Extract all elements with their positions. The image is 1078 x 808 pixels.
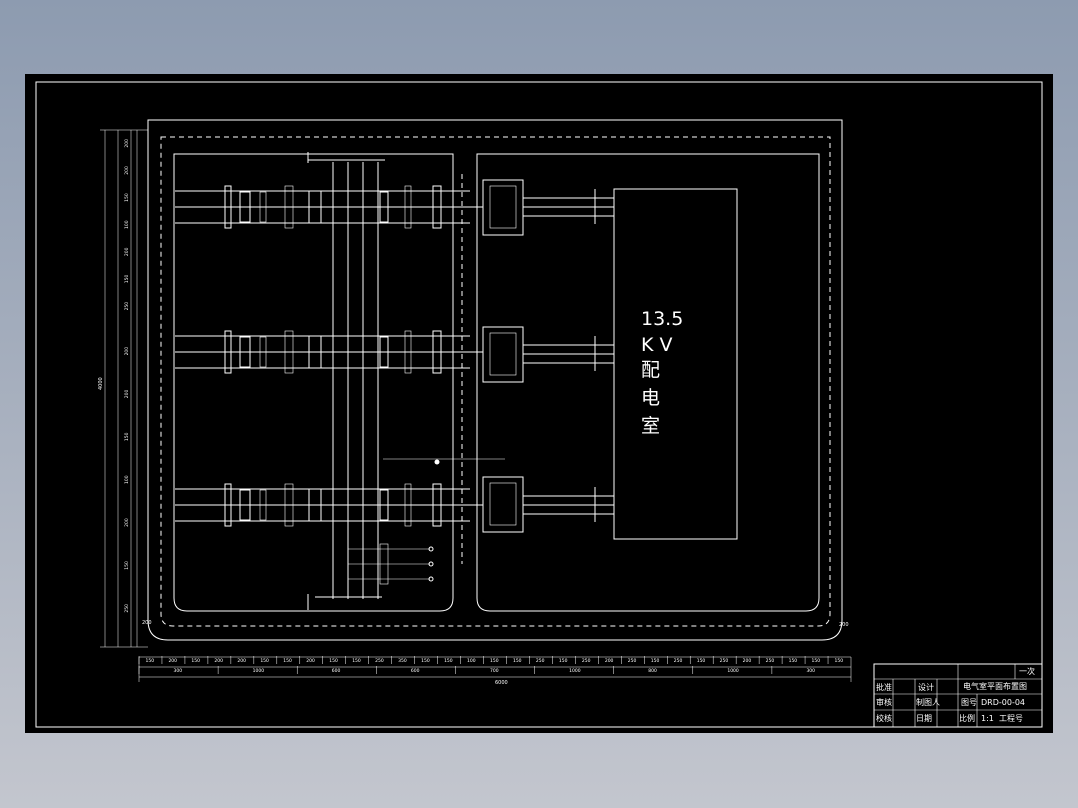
dim-label-row1-13: 150 [444,658,453,664]
feeder-cables [523,189,614,522]
busbar-run-bottom [175,476,524,533]
dim-label-row1-29: 150 [812,658,821,664]
dim-label-row1-7: 200 [306,658,315,664]
title-block-check: 校核 [876,713,892,723]
dim-label-row1-2: 150 [191,658,200,664]
dim-label-row1-10: 250 [375,658,384,664]
dimension-top: 200 200 150 100 200 150 250 [124,139,130,311]
dim-label-row1-4: 200 [237,658,246,664]
title-block-date: 日期 [916,714,932,723]
title-block-title: 电气室平面布置图 [963,681,1027,691]
dim-label-row2-3: 600 [411,668,420,674]
dim-label-mid-4: 200 [124,518,130,527]
dim-label-top-4: 200 [124,247,130,256]
dim-label-row1-16: 150 [513,658,522,664]
vertical-bus-lines [307,152,463,610]
dim-label-row1-0: 150 [145,658,154,664]
dim-label-row2-8: 300 [806,668,815,674]
title-block-approve: 批准 [876,682,892,692]
dim-label-row1-23: 250 [674,658,683,664]
dimension-row-2: 300 1000 600 600 700 1000 800 1000 300 [138,666,815,674]
dim-label-mid-5: 150 [124,561,130,570]
dim-label-row2-0: 300 [174,668,183,674]
dim-label-row1-24: 150 [697,658,706,664]
title-block [873,663,1043,728]
dim-label-row2-2: 600 [332,668,341,674]
title-block-phase: 工程号 [999,714,1023,723]
dim-label-mid-3: 100 [124,475,130,484]
dim-label-row1-5: 150 [260,658,269,664]
room-label-unit: K V [641,334,673,356]
dim-label-row1-28: 150 [789,658,798,664]
dim-label-top-2: 150 [124,193,130,202]
corner-dimension-right: 200 [839,622,849,628]
dim-label-row1-14: 100 [467,658,476,664]
left-dimension-chains [100,129,148,648]
dim-label-row2-4: 700 [490,668,499,674]
title-block-sheet-count: 一次 [1019,666,1035,676]
dim-label-top-3: 100 [124,220,130,229]
cable-trench [160,136,831,627]
room-label-char1: 配 [641,359,660,381]
room-label-voltage: 13.5 [641,308,683,330]
dim-label-row1-9: 150 [352,658,361,664]
dim-label-row2-7: 1000 [727,668,739,674]
dim-label-top-0: 200 [124,139,130,148]
dim-label-row1-17: 250 [536,658,545,664]
title-block-drawing-no-label: 图号 [961,698,977,707]
dim-label-row1-11: 350 [398,658,407,664]
distribution-room-box [613,188,738,540]
dim-label-row2-6: 800 [648,668,657,674]
title-block-scale: 1:1 [981,714,994,723]
dim-label-row1-26: 200 [743,658,752,664]
corner-dimension-left: 200 [142,620,152,626]
bottom-dimension-chains [138,656,852,682]
dim-label-mid-0: 200 [124,347,130,356]
left-total-dimension: 4000 [98,377,104,390]
title-block-draw: 制图人 [916,697,940,707]
dim-label-row1-30: 150 [835,658,844,664]
title-block-drawing-no: DRD-00-04 [981,698,1025,707]
dim-label-row1-21: 250 [628,658,637,664]
dim-label-row1-27: 250 [766,658,775,664]
dim-label-top-1: 200 [124,166,130,175]
switchgear-hall-right [476,153,820,612]
busbar-run-middle [175,326,524,383]
title-block-design: 设计 [918,682,934,692]
dim-label-top-5: 150 [124,275,130,284]
dim-label-mid-1: 200 [124,390,130,399]
dimension-row-1: 150 200 150 200 200 150 150 200 150 150 250 350 150 1… [138,656,844,664]
dim-label-mid-2: 150 [124,432,130,441]
dim-label-row1-12: 150 [421,658,430,664]
dim-label-row1-25: 250 [720,658,729,664]
room-label-char3: 室 [641,415,660,437]
bottom-total-dimension: 6000 [495,680,508,686]
busbar-run-top [175,179,524,236]
dim-label-row1-15: 150 [490,658,499,664]
dim-label-row1-19: 250 [582,658,591,664]
dim-label-row1-1: 200 [168,658,177,664]
dimension-mid: 200 200 150 100 200 150 250 [124,347,130,613]
room-label-char2: 电 [641,387,660,409]
dim-label-row1-8: 150 [329,658,338,664]
cad-drawing: 13.5 K V 配 电 室 [35,81,1043,728]
dim-label-row1-3: 200 [214,658,223,664]
dim-label-row2-5: 1000 [569,668,581,674]
dim-label-top-6: 250 [124,302,130,311]
branch-circuit [348,458,505,585]
drawing-sheet: 13.5 K V 配 电 室 [25,74,1053,733]
dim-label-mid-6: 250 [124,604,130,613]
dim-label-row1-20: 200 [605,658,614,664]
inner-frame [35,81,1043,728]
building-outer-wall [147,119,843,641]
dim-label-row2-1: 1000 [253,668,265,674]
title-block-review: 审核 [876,697,892,707]
dim-label-row1-6: 150 [283,658,292,664]
switchgear-hall-left [173,153,454,612]
dim-label-row1-22: 150 [651,658,660,664]
dim-label-row1-18: 150 [559,658,568,664]
title-block-scale-label: 比例 [959,713,975,723]
